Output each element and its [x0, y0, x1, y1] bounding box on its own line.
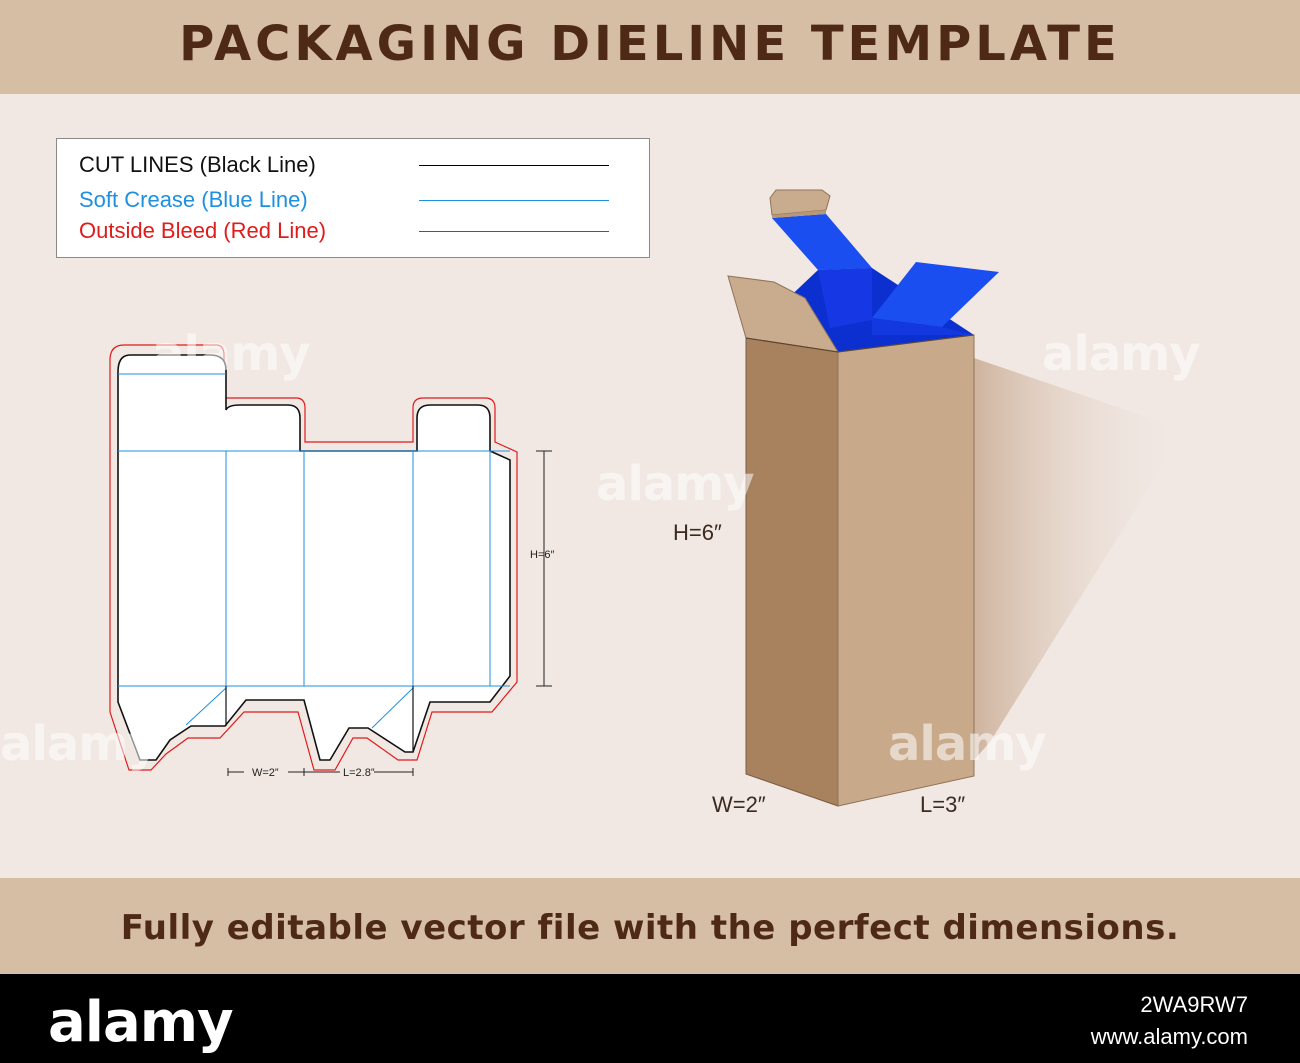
watermark-text: alamy [0, 716, 159, 772]
box-length-label: L=3″ [920, 792, 965, 817]
dieline-width-label: W=2” [252, 767, 279, 779]
legend: CUT LINES (Black Line) Soft Crease (Blue… [56, 138, 650, 258]
watermark-text: alamy [1042, 326, 1201, 382]
box-front-face [745, 337, 839, 807]
box-back-flap [772, 214, 872, 270]
header-band [0, 0, 1300, 94]
brand-logo: alamy [48, 990, 234, 1055]
legend-line-red [419, 231, 609, 232]
dieline-length-label: L=2.8” [343, 767, 375, 779]
watermark-text: alamy [888, 716, 1047, 772]
image-id: 2WA9RW7 [1140, 992, 1248, 1017]
box-3d: H=6″ W=2″ L=3″ [673, 189, 1185, 817]
box-height-label: H=6″ [673, 520, 722, 545]
box-shadow [974, 358, 1185, 760]
legend-label-bleed: Outside Bleed (Red Line) [79, 218, 327, 243]
legend-item-cut: CUT LINES (Black Line) [79, 151, 639, 181]
dieline-width-dimension [227, 768, 414, 776]
page-title: PACKAGING DIELINE TEMPLATE [179, 16, 1121, 72]
box-width-label: W=2″ [712, 792, 766, 817]
watermark-text: alamy [596, 456, 755, 512]
bleed-outline [109, 344, 518, 771]
stock-bar [0, 974, 1300, 1063]
box-right-flap [872, 262, 999, 327]
dieline-height-dimension [536, 450, 552, 687]
legend-item-crease: Soft Crease (Blue Line) [79, 186, 639, 216]
dieline-height-label: H=6″ [530, 549, 554, 561]
legend-label-cut: CUT LINES (Black Line) [79, 152, 316, 177]
footer-tagline: Fully editable vector file with the perf… [120, 908, 1180, 948]
legend-line-blue [419, 200, 609, 201]
site-url: www.alamy.com [1090, 1024, 1248, 1049]
cut-outline [117, 354, 511, 761]
footer-band [0, 878, 1300, 974]
illustration: H=6″ W=2” L=2.8” [109, 189, 1185, 817]
dieline: H=6″ W=2” L=2.8” [109, 344, 554, 779]
watermark-text: alamy [152, 326, 311, 382]
legend-line-black [419, 165, 609, 166]
legend-item-bleed: Outside Bleed (Red Line) [79, 217, 639, 247]
legend-label-crease: Soft Crease (Blue Line) [79, 187, 308, 212]
crease-lines [118, 373, 510, 729]
